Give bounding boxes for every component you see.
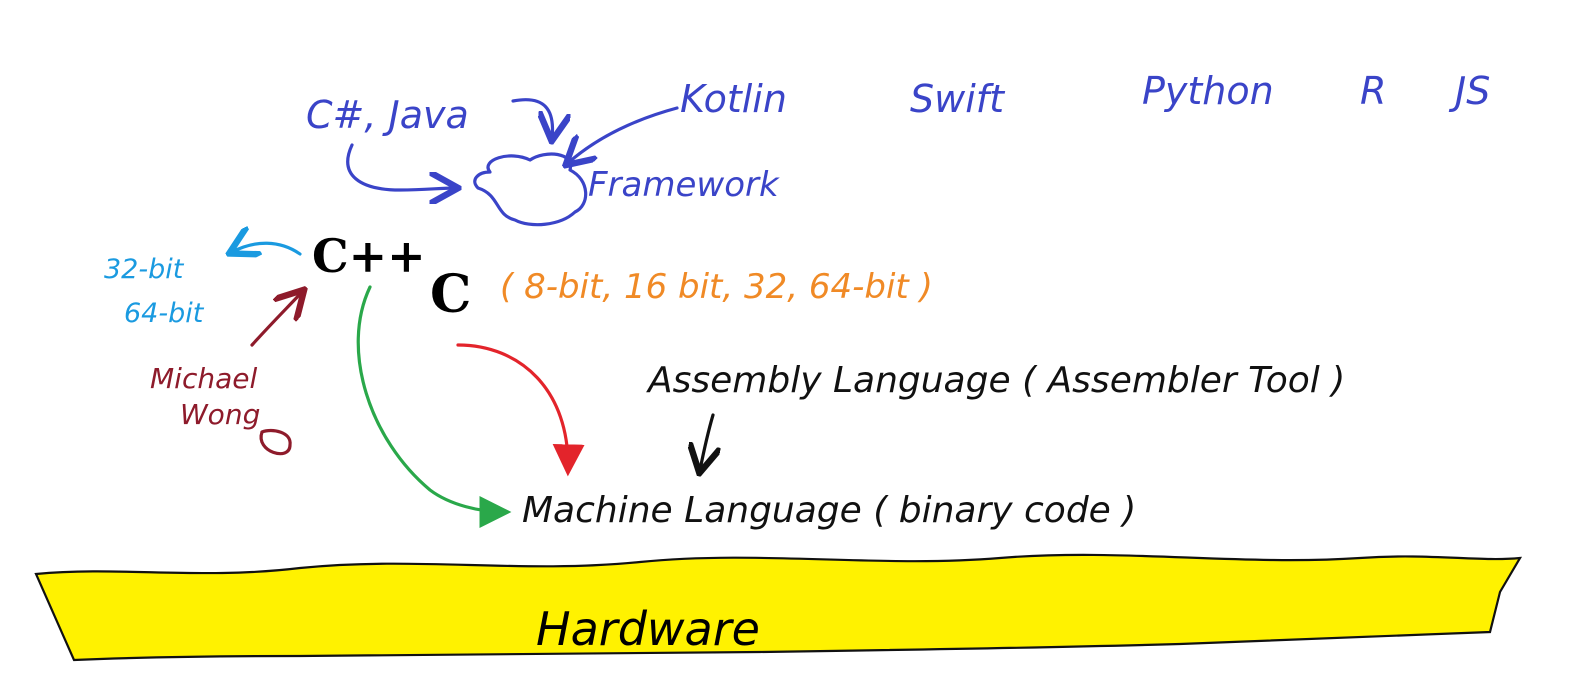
kotlin-to-framework-arrow xyxy=(568,106,679,163)
java-to-framework-arrow xyxy=(511,98,553,138)
framework-cloud xyxy=(473,152,588,227)
c-to-machine-arrow xyxy=(456,343,585,477)
label-csharp-java: C#, Java xyxy=(306,93,469,137)
assembly-to-machine-arrow xyxy=(700,413,713,470)
label-cpp: C++ xyxy=(312,229,426,283)
label-author-last: Wong xyxy=(180,398,260,431)
label-js: JS xyxy=(1448,69,1490,113)
cpp-to-bits-arrow xyxy=(232,243,302,254)
cpp-to-machine-arrow xyxy=(356,285,512,528)
label-machine: Machine Language ( binary code ) xyxy=(522,490,1136,531)
csharp-to-framework-arrow xyxy=(346,143,455,190)
label-c-bits: ( 8-bit, 16 bit, 32, 64-bit ) xyxy=(500,267,933,307)
label-kotlin: Kotlin xyxy=(680,77,787,121)
hardware-band xyxy=(34,553,1523,662)
author-to-cpp-arrow xyxy=(250,292,302,347)
label-cpp-64bit: 64-bit xyxy=(124,298,205,329)
label-framework: Framework xyxy=(588,165,780,205)
label-assembly: Assembly Language ( Assembler Tool ) xyxy=(646,360,1345,401)
label-hardware: Hardware xyxy=(536,602,760,656)
label-author-first: Michael xyxy=(150,362,257,395)
label-cpp-32bit: 32-bit xyxy=(104,254,185,285)
label-swift: Swift xyxy=(910,77,1006,121)
label-python: Python xyxy=(1142,69,1274,113)
label-r: R xyxy=(1360,69,1386,113)
label-c: C xyxy=(430,264,471,325)
author-scribble xyxy=(259,428,292,456)
